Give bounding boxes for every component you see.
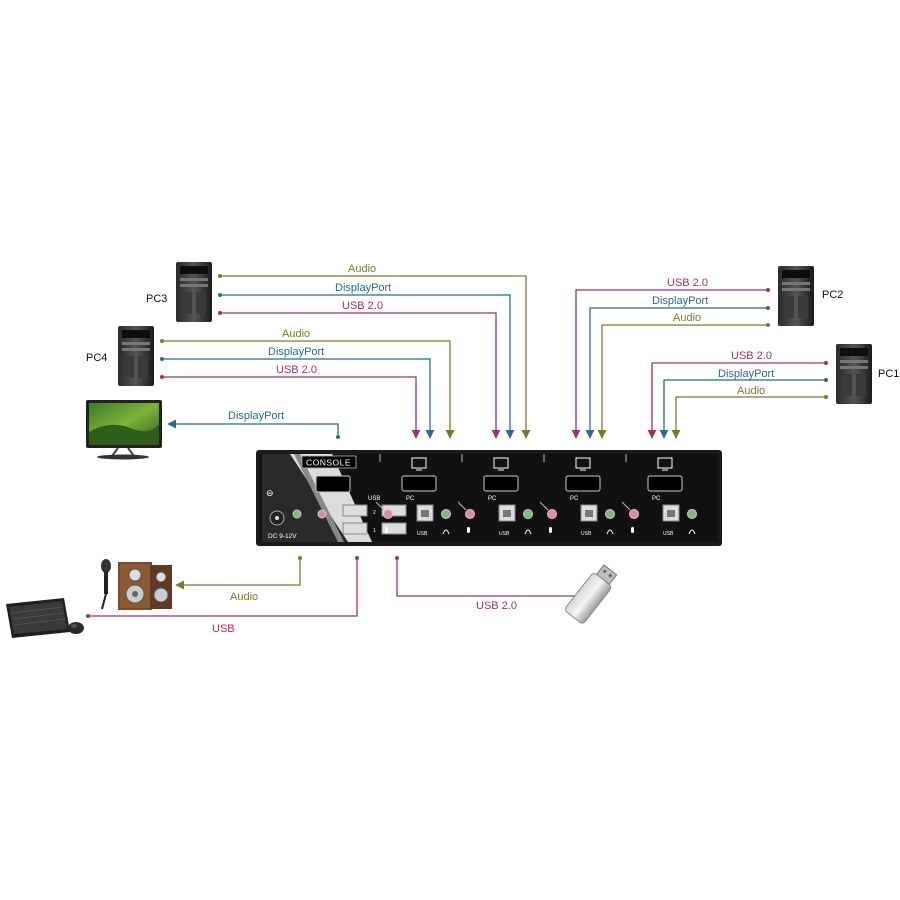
console-headphone-jack[interactable] bbox=[292, 509, 302, 519]
pc3-label: PC3 bbox=[146, 293, 167, 305]
pc-headphone-jack[interactable] bbox=[687, 509, 697, 519]
pc4-tower-icon bbox=[118, 326, 154, 386]
monitor-icon bbox=[86, 400, 162, 460]
pc3-displayport-label: DisplayPort bbox=[335, 282, 391, 294]
microphone-icon bbox=[549, 527, 552, 533]
usb-port-1-label: 1 bbox=[373, 528, 376, 534]
svg-text:⊖: ⊖ bbox=[266, 488, 274, 498]
pc-mic-jack[interactable] bbox=[383, 509, 393, 519]
pc-usb-label: USB bbox=[663, 531, 674, 537]
pc2-tower-icon bbox=[778, 266, 814, 326]
flash-usb-cable bbox=[396, 558, 597, 601]
pc1-displayport-cable bbox=[659, 379, 826, 439]
pc-usb-label: USB bbox=[417, 531, 428, 537]
pc4-displayport-cable bbox=[162, 358, 435, 439]
pc2-audio-label: Audio bbox=[673, 312, 701, 324]
pc3-tower-icon bbox=[176, 262, 212, 322]
headphone-icon bbox=[688, 529, 696, 535]
pc3-displayport-cable bbox=[220, 294, 515, 439]
pc2-audio-cable bbox=[597, 324, 768, 439]
pc-port-label: PC bbox=[652, 496, 661, 502]
speaker-audio-cable bbox=[175, 558, 301, 590]
pc1-tower-icon bbox=[836, 344, 872, 404]
mouse-icon bbox=[68, 622, 84, 634]
keyboard-usb-label: USB bbox=[212, 623, 235, 635]
console-mic-jack[interactable] bbox=[317, 509, 327, 519]
microphone-icon bbox=[467, 527, 470, 533]
pc-port-group: PC USB bbox=[539, 454, 615, 537]
usb-port-2-label: 2 bbox=[373, 510, 376, 516]
pc4-usb-label: USB 2.0 bbox=[276, 364, 317, 376]
monitor-icon bbox=[493, 457, 509, 471]
pc-mic-jack[interactable] bbox=[629, 509, 639, 519]
monitor-icon bbox=[657, 457, 673, 471]
pc-port-label: PC bbox=[406, 496, 415, 502]
microphone-icon bbox=[101, 559, 111, 610]
flash-usb-label: USB 2.0 bbox=[476, 600, 517, 612]
monitor-displayport-cable bbox=[167, 419, 339, 437]
pc-usb-label: USB bbox=[581, 531, 592, 537]
speaker-audio-label: Audio bbox=[230, 591, 258, 603]
headphone-icon bbox=[606, 529, 614, 535]
pc4-usb-cable bbox=[162, 376, 421, 439]
dc-label: DC 9-12V bbox=[268, 533, 297, 540]
pc-port-label: PC bbox=[570, 496, 579, 502]
pc-port-group: PC USB bbox=[457, 454, 533, 537]
pc2-displayport-label: DisplayPort bbox=[652, 295, 708, 307]
console-usb-port[interactable] bbox=[342, 504, 368, 517]
pc-mic-jack[interactable] bbox=[547, 509, 557, 519]
pc-displayport[interactable] bbox=[401, 475, 437, 492]
pc2-label: PC2 bbox=[822, 289, 843, 301]
pc-port-group: PC USB bbox=[621, 454, 697, 537]
pc1-audio-cable bbox=[671, 396, 826, 439]
pc4-displayport-label: DisplayPort bbox=[268, 346, 324, 358]
cable-labels: Audio DisplayPort USB 2.0 Audio DisplayP… bbox=[212, 263, 774, 635]
console-usb-port[interactable] bbox=[381, 522, 407, 535]
pc3-audio-cable bbox=[220, 275, 531, 439]
pc4-audio-label: Audio bbox=[282, 328, 310, 340]
pc1-usb-label: USB 2.0 bbox=[731, 350, 772, 362]
console-usb-label: USB bbox=[368, 496, 380, 502]
cables bbox=[86, 274, 828, 618]
pc2-displayport-cable bbox=[585, 307, 768, 439]
keyboard-usb-cable bbox=[88, 558, 358, 617]
pc-port-label: PC bbox=[488, 496, 497, 502]
usb-flash-drive-icon bbox=[565, 564, 618, 624]
pc1-displayport-label: DisplayPort bbox=[718, 368, 774, 380]
monitor-icon bbox=[411, 457, 427, 471]
pc-port-group: PC USB bbox=[375, 454, 451, 537]
pc-usb-label: USB bbox=[499, 531, 510, 537]
pc3-usb-cable bbox=[220, 312, 501, 439]
pc-displayport[interactable] bbox=[647, 475, 683, 492]
keyboard-icon bbox=[6, 598, 70, 638]
monitor-icon bbox=[575, 457, 591, 471]
pc2-usb-label: USB 2.0 bbox=[667, 277, 708, 289]
pc2-usb-cable bbox=[571, 289, 768, 439]
console-usb-port[interactable] bbox=[381, 504, 407, 517]
pc4-audio-cable bbox=[162, 340, 455, 439]
speaker-icon bbox=[118, 562, 172, 610]
pc-headphone-jack[interactable] bbox=[523, 509, 533, 519]
kvm-switch: CONSOLE ⊖ DC 9-12V USB 2 1 PC USB PC USB PC U… bbox=[256, 450, 722, 546]
console-usb-port[interactable] bbox=[342, 522, 368, 535]
pc-headphone-jack[interactable] bbox=[605, 509, 615, 519]
pc-displayport[interactable] bbox=[565, 475, 601, 492]
microphone-icon bbox=[631, 527, 634, 533]
pc3-audio-label: Audio bbox=[348, 263, 376, 275]
monitor-displayport-label: DisplayPort bbox=[228, 410, 284, 422]
pc1-audio-label: Audio bbox=[737, 385, 765, 397]
console-label: CONSOLE bbox=[306, 458, 351, 468]
pc3-usb-label: USB 2.0 bbox=[342, 300, 383, 312]
headphone-icon bbox=[524, 529, 532, 535]
pc1-usb-cable bbox=[647, 362, 826, 439]
pc-mic-jack[interactable] bbox=[465, 509, 475, 519]
pc-displayport[interactable] bbox=[483, 475, 519, 492]
pc4-label: PC4 bbox=[86, 352, 107, 364]
pc-headphone-jack[interactable] bbox=[441, 509, 451, 519]
headphone-icon bbox=[442, 529, 450, 535]
pc1-label: PC1 bbox=[878, 368, 899, 380]
microphone-icon bbox=[385, 527, 388, 533]
